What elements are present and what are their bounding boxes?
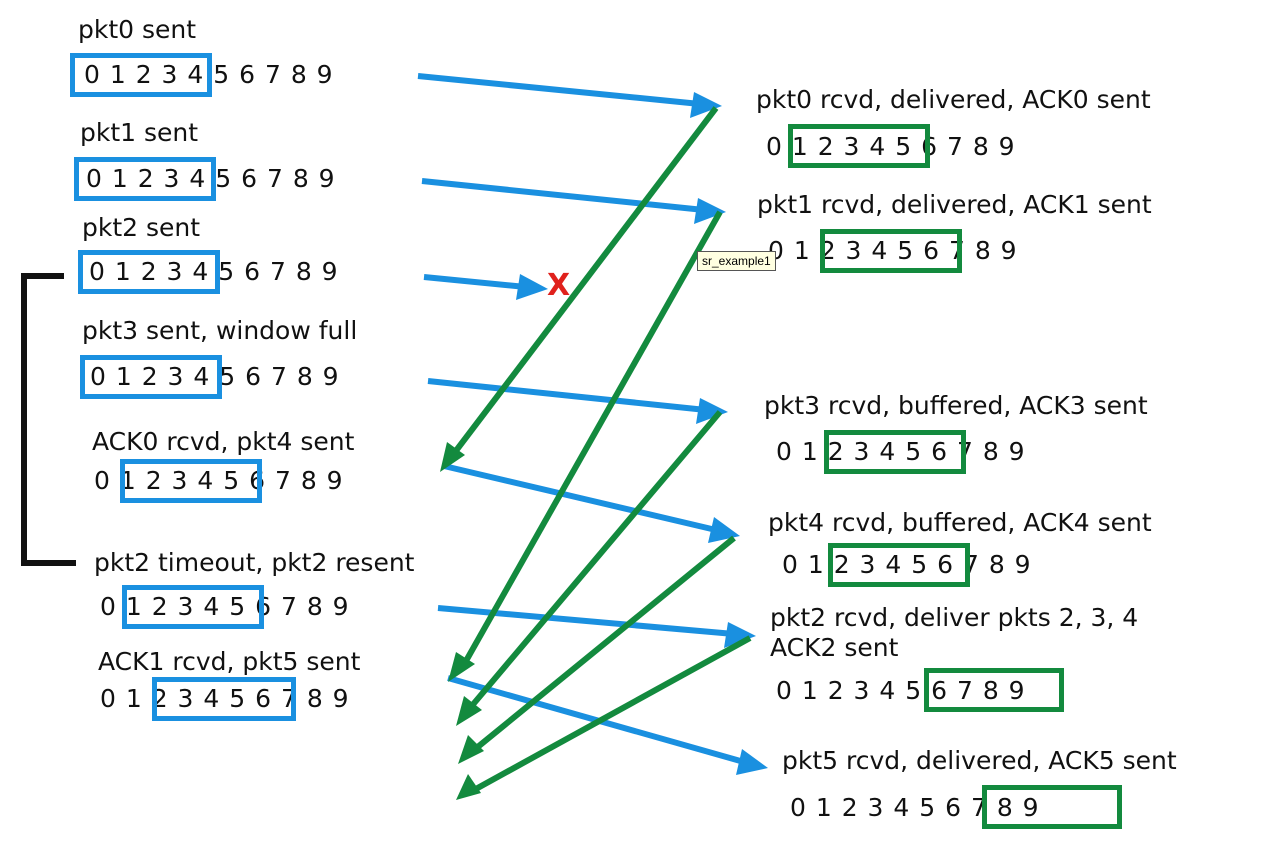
receiver-window-pkt2: [924, 668, 1064, 712]
sender-window-ack0: [120, 459, 262, 503]
sender-seq-pkt3: 0 1 2 3 4 5 6 7 8 9: [90, 362, 339, 391]
receiver-label-pkt5: pkt5 rcvd, delivered, ACK5 sent: [782, 746, 1177, 775]
ack-arrow-ack3: [467, 410, 723, 710]
sender-label-ack0: ACK0 rcvd, pkt4 sent: [92, 427, 355, 456]
receiver-seq-pkt3: 0 1 2 3 4 5 6 7 8 9: [776, 437, 1025, 466]
receiver-window-pkt0: [788, 124, 930, 168]
receiver-seq-pkt2: 0 1 2 3 4 5 6 7 8 9: [776, 676, 1025, 705]
sender-window-pkt1: [74, 157, 216, 201]
sender-seq-pkt1: 0 1 2 3 4 5 6 7 8 9: [86, 164, 335, 193]
tooltip: sr_example1: [697, 251, 776, 271]
data-arrow-pkt1: [421, 178, 705, 213]
receiver-label-pkt1: pkt1 rcvd, delivered, ACK1 sent: [757, 190, 1152, 219]
data-arrowhead-pkt3: [696, 398, 728, 424]
timeout-bracket: [21, 273, 76, 566]
receiver-window-pkt1: [820, 229, 962, 273]
data-arrowhead-pkt4: [708, 517, 740, 543]
receiver-window-pkt3: [824, 430, 966, 474]
data-arrowhead-pkt1: [694, 198, 726, 224]
data-arrowhead-pkt5: [736, 749, 768, 775]
data-arrow-pkt2-resent: [437, 605, 735, 637]
data-arrowhead-pkt2: [516, 274, 548, 300]
sender-label-timeout: pkt2 timeout, pkt2 resent: [94, 548, 415, 577]
ack-arrowhead-ack3: [456, 696, 482, 726]
receiver-seq-pkt4: 0 1 2 3 4 5 6 7 8 9: [782, 550, 1031, 579]
ack-arrowhead-ack1: [448, 652, 475, 682]
ack-arrow-ack1: [459, 210, 723, 670]
sender-window-pkt2: [78, 250, 220, 294]
receiver-seq-pkt0: 0 1 2 3 4 5 6 7 8 9: [766, 132, 1015, 161]
receiver-seq-pkt1: 0 1 2 3 4 5 6 7 8 9: [768, 236, 1017, 265]
sender-window-pkt3: [80, 355, 222, 399]
receiver-label-pkt0: pkt0 rcvd, delivered, ACK0 sent: [756, 85, 1151, 114]
data-arrow-pkt4: [443, 463, 717, 533]
sender-label-pkt2: pkt2 sent: [82, 213, 201, 242]
data-arrow-pkt3: [427, 378, 707, 413]
ack-arrowhead-ack4: [458, 735, 484, 764]
receiver-label-pkt4: pkt4 rcvd, buffered, ACK4 sent: [768, 508, 1152, 537]
data-arrow-pkt2: [423, 274, 527, 290]
sender-window-pkt0: [70, 53, 212, 97]
receiver-window-pkt5: [982, 785, 1122, 829]
receiver-label-pkt2: pkt2 rcvd, deliver pkts 2, 3, 4: [770, 603, 1139, 632]
data-arrowhead-pkt0: [690, 92, 722, 118]
data-arrow-pkt0: [417, 73, 701, 107]
sender-label-pkt0: pkt0 sent: [78, 15, 197, 44]
sender-label-pkt1: pkt1 sent: [80, 118, 199, 147]
sender-label-pkt3: pkt3 sent, window full: [82, 316, 358, 345]
sender-seq-pkt2: 0 1 2 3 4 5 6 7 8 9: [89, 257, 338, 286]
receiver-label-ack2: ACK2 sent: [770, 633, 899, 662]
sender-window-timeout: [122, 585, 264, 629]
sender-window-ack1: [152, 677, 296, 721]
ack-arrow-ack0: [449, 106, 719, 458]
receiver-seq-pkt5: 0 1 2 3 4 5 6 7 8 9: [790, 793, 1039, 822]
sender-label-ack1: ACK1 rcvd, pkt5 sent: [98, 647, 361, 676]
ack-arrowhead-ack2: [456, 774, 481, 800]
ack-arrowhead-ack0: [440, 442, 465, 472]
ack-arrow-ack2: [472, 635, 752, 793]
ack-arrow-ack4: [472, 535, 736, 753]
packet-loss-mark: X: [547, 268, 571, 303]
sender-seq-ack1: 0 1 2 3 4 5 6 7 8 9: [100, 684, 349, 713]
receiver-window-pkt4: [828, 543, 970, 587]
receiver-label-pkt3: pkt3 rcvd, buffered, ACK3 sent: [764, 391, 1148, 420]
sender-seq-timeout: 0 1 2 3 4 5 6 7 8 9: [100, 592, 349, 621]
sender-seq-ack0: 0 1 2 3 4 5 6 7 8 9: [94, 466, 343, 495]
data-arrowhead-pkt2-resent: [724, 622, 756, 648]
